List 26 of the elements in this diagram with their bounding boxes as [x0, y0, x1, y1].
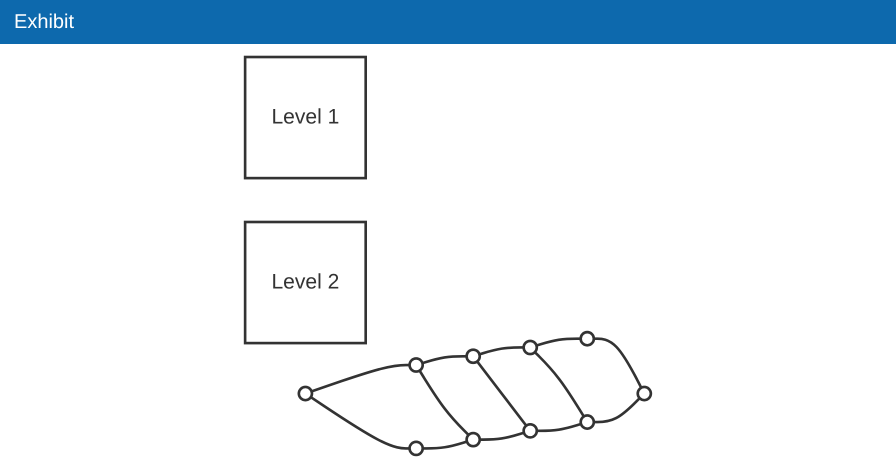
window-title: Exhibit — [14, 10, 74, 34]
connector — [479, 346, 524, 356]
node-circle — [408, 440, 424, 456]
connector — [536, 337, 581, 347]
connector — [310, 396, 410, 450]
connector — [536, 422, 582, 432]
node-circle — [522, 422, 538, 439]
connector — [422, 354, 467, 364]
connector — [594, 337, 642, 388]
node-circle — [465, 432, 482, 448]
connector — [418, 370, 470, 436]
connector — [534, 351, 585, 418]
node-circle — [522, 340, 538, 356]
node-circle — [465, 348, 482, 364]
node-circle — [408, 357, 424, 373]
connector — [476, 360, 528, 426]
connector — [480, 432, 524, 441]
connector — [311, 364, 410, 393]
node-circle — [636, 386, 652, 402]
node-box: Level 2 — [244, 220, 367, 344]
node-circle — [579, 330, 596, 347]
node-circle — [298, 386, 314, 402]
node-box: Level 1 — [244, 56, 367, 180]
node-circle — [579, 414, 596, 430]
connector — [422, 440, 468, 450]
connector — [594, 397, 641, 424]
